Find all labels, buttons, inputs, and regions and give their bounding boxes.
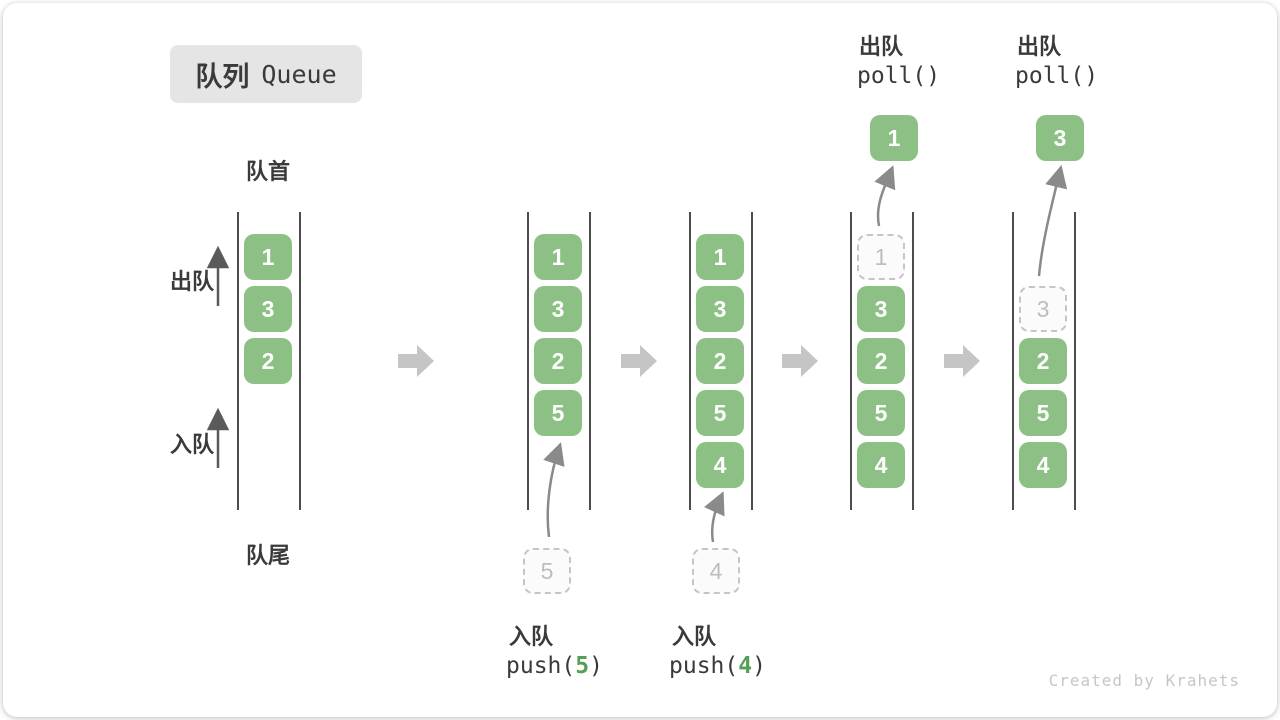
- staged-element-ghost: 5: [523, 548, 571, 594]
- queue-element: 4: [857, 442, 905, 488]
- code-arg: 5: [575, 653, 590, 679]
- queue-wall: [689, 212, 691, 510]
- popped-element: 1: [870, 115, 918, 161]
- staged-element-ghost: 4: [692, 548, 740, 594]
- queue-element: 5: [534, 390, 582, 436]
- queue-element: 5: [696, 390, 744, 436]
- queue-element: 3: [857, 286, 905, 332]
- code-text: ): [752, 653, 766, 679]
- dequeue-op-label: 出队: [859, 34, 904, 59]
- queue-element: 3: [244, 286, 292, 332]
- queue-element: 1: [696, 234, 744, 280]
- queue-rear-label: 队尾: [245, 543, 290, 568]
- enqueue-op-label: 入队: [509, 624, 554, 649]
- queue-wall: [850, 212, 852, 510]
- queue-element: 3: [534, 286, 582, 332]
- queue-wall: [589, 212, 591, 510]
- dequeue-side-label: 出队: [169, 269, 214, 294]
- queue-element: 4: [1019, 442, 1067, 488]
- queue-wall: [237, 212, 239, 510]
- popped-element: 3: [1036, 115, 1084, 161]
- queue-wall: [299, 212, 301, 510]
- queue-element: 2: [857, 338, 905, 384]
- queue-wall: [751, 212, 753, 510]
- dequeue-op-label: 出队: [1017, 34, 1062, 59]
- queue-element: 5: [1019, 390, 1067, 436]
- queue-element: 2: [244, 338, 292, 384]
- enqueue-op-label: 入队: [672, 624, 717, 649]
- queue-element: 1: [534, 234, 582, 280]
- enqueue-op-code: push(4): [669, 653, 766, 679]
- queue-element-ghost: 3: [1019, 286, 1067, 332]
- dequeue-op-code: poll(): [1015, 63, 1099, 89]
- code-text: ): [589, 653, 603, 679]
- queue-element: 4: [696, 442, 744, 488]
- enqueue-side-label: 入队: [169, 432, 214, 457]
- enqueue-op-code: push(5): [506, 653, 603, 679]
- queue-wall: [912, 212, 914, 510]
- queue-wall: [1012, 212, 1014, 510]
- title-en: Queue: [261, 59, 337, 89]
- code-text: push(: [669, 653, 739, 679]
- queue-front-label: 队首: [245, 159, 290, 184]
- queue-element: 2: [696, 338, 744, 384]
- queue-element: 1: [244, 234, 292, 280]
- queue-element: 5: [857, 390, 905, 436]
- queue-element: 3: [696, 286, 744, 332]
- code-text: push(: [506, 653, 576, 679]
- queue-element: 2: [534, 338, 582, 384]
- code-arg: 4: [738, 653, 753, 679]
- dequeue-op-code: poll(): [857, 63, 941, 89]
- diagram-card: [3, 3, 1277, 717]
- queue-wall: [527, 212, 529, 510]
- title-badge: 队列 Queue: [170, 45, 362, 103]
- queue-wall: [1074, 212, 1076, 510]
- title-zh: 队列: [195, 61, 250, 92]
- queue-element: 2: [1019, 338, 1067, 384]
- watermark: Created by Krahets: [1048, 671, 1240, 690]
- queue-element-ghost: 1: [857, 234, 905, 280]
